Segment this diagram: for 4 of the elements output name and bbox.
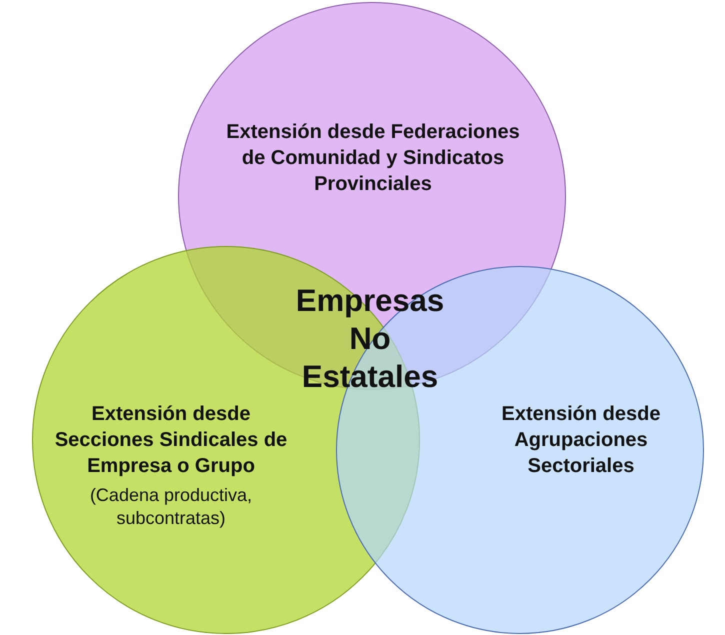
circle-heading: Extensión desde Federaciones de Comunidad y Sindicatos Provinciales xyxy=(225,120,521,197)
circle-heading: Extensión desde Agrupaciones Sectoriales xyxy=(500,402,662,479)
circle-note: (Cadena productiva, subcontratas) xyxy=(88,484,254,530)
circle-heading: Extensión desde Secciones Sindicales de Empresa o Grupo xyxy=(54,402,288,479)
